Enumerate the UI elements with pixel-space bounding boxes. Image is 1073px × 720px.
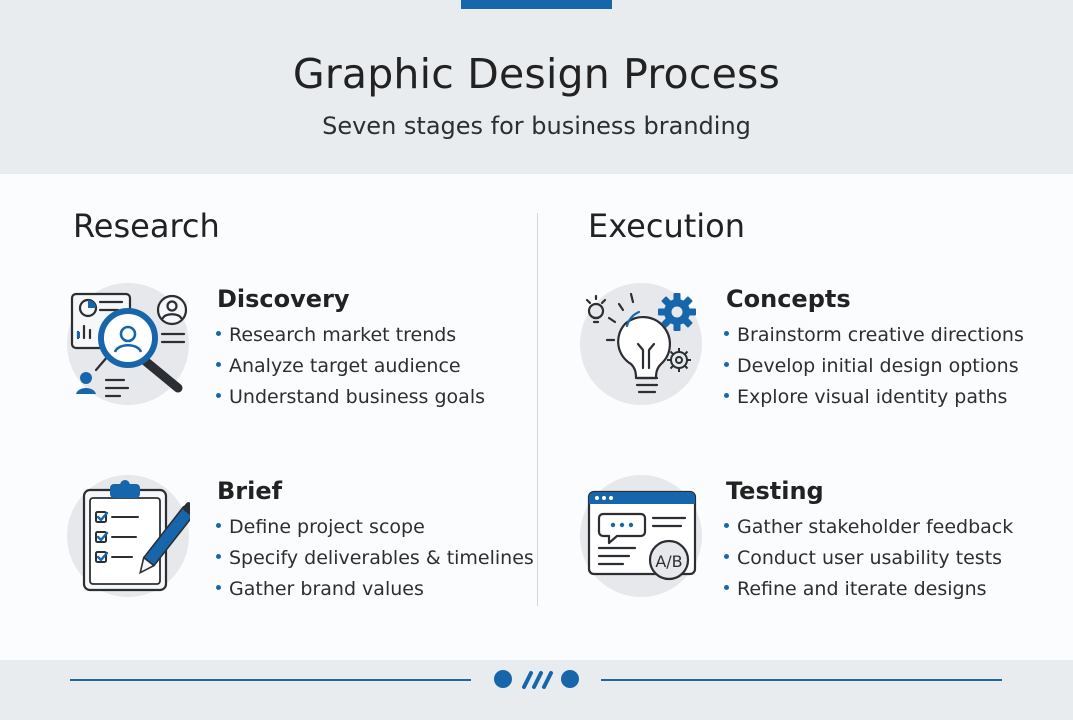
column-divider: [537, 213, 538, 606]
bullet-dot: [724, 523, 729, 528]
column-heading-research: Research: [73, 207, 220, 245]
list-item: Understand business goals: [216, 382, 485, 413]
svg-text:A/B: A/B: [655, 552, 682, 571]
page-title: Graphic Design Process: [292, 50, 781, 98]
footer-line-right: [601, 679, 1002, 681]
bullet-dot: [724, 585, 729, 590]
list-item: Research market trends: [216, 320, 485, 351]
stage-title-testing: Testing: [726, 477, 824, 505]
testing-bullet-list: Gather stakeholder feedback Conduct user…: [724, 512, 1013, 605]
list-item: Explore visual identity paths: [724, 382, 1024, 413]
bullet-dot: [216, 585, 221, 590]
page-subtitle: Seven stages for business branding: [322, 112, 751, 140]
header-band: [0, 0, 1073, 174]
top-accent-bar: [461, 0, 612, 9]
footer-slashes-icon: [522, 671, 553, 689]
discovery-bullet-list: Research market trends Analyze target au…: [216, 320, 485, 413]
footer-dot-right: [561, 670, 579, 688]
bullet-dot: [216, 331, 221, 336]
list-item: Gather stakeholder feedback: [724, 512, 1013, 543]
testing-icon: A/B: [579, 474, 703, 598]
stage-title-concepts: Concepts: [726, 285, 851, 313]
column-heading-execution: Execution: [588, 207, 746, 245]
bullet-dot: [724, 362, 729, 367]
list-item: Define project scope: [216, 512, 534, 543]
bullet-dot: [724, 331, 729, 336]
list-item: Gather brand values: [216, 574, 534, 605]
bullet-dot: [724, 393, 729, 398]
list-item: Brainstorm creative directions: [724, 320, 1024, 351]
footer-dot-left: [494, 670, 512, 688]
discovery-icon: [66, 282, 190, 406]
stage-title-brief: Brief: [217, 477, 283, 505]
bullet-dot: [216, 554, 221, 559]
list-item: Refine and iterate designs: [724, 574, 1013, 605]
list-item: Develop initial design options: [724, 351, 1024, 382]
bullet-dot: [724, 554, 729, 559]
brief-icon: [66, 474, 190, 598]
list-item: Specify deliverables & timelines: [216, 543, 534, 574]
bullet-dot: [216, 393, 221, 398]
bullet-dot: [216, 523, 221, 528]
footer-line-left: [70, 679, 471, 681]
stage-title-discovery: Discovery: [217, 285, 350, 313]
brief-bullet-list: Define project scope Specify deliverable…: [216, 512, 534, 605]
concepts-bullet-list: Brainstorm creative directions Develop i…: [724, 320, 1024, 413]
list-item: Analyze target audience: [216, 351, 485, 382]
bullet-dot: [216, 362, 221, 367]
footer-band: [0, 660, 1073, 720]
concepts-icon: [579, 282, 703, 406]
list-item: Conduct user usability tests: [724, 543, 1013, 574]
